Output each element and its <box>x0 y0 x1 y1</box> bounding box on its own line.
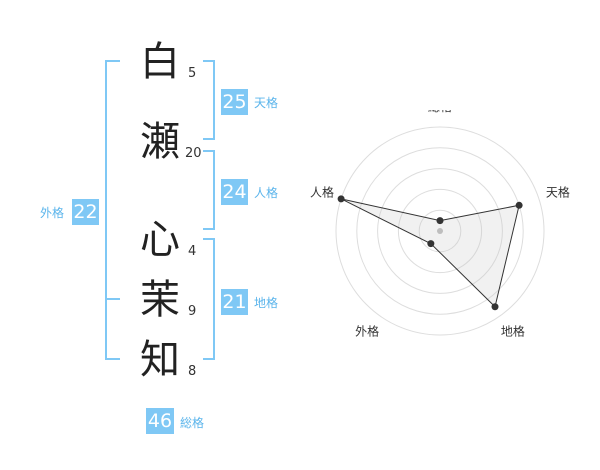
stroke-count-3: 4 <box>188 244 197 259</box>
radar-point-4 <box>337 195 345 203</box>
stroke-count-1: 5 <box>188 66 197 81</box>
radar-grid <box>335 126 545 336</box>
chikaku-bracket-bottom <box>203 358 215 360</box>
radar-point-0 <box>436 217 444 225</box>
radar-point-1 <box>515 201 523 209</box>
radar-axis-label-0: 総格 <box>428 110 452 114</box>
tenkaku-bracket-bottom <box>203 138 215 140</box>
radar-axis-label-3: 外格 <box>355 323 379 338</box>
radar-ring-5 <box>335 126 545 336</box>
name-char-5: 知 <box>140 337 180 383</box>
stroke-count-4: 9 <box>188 304 197 319</box>
radar-axis-label-4: 人格 <box>310 185 334 200</box>
gaikaku-bracket-top <box>105 60 120 62</box>
gaikaku-label: 外格 <box>40 206 65 220</box>
jinkaku-bracket-top <box>203 150 215 152</box>
radar-polygon-group <box>337 195 523 311</box>
tenkaku-bracket-vertical <box>213 60 215 140</box>
jinkaku-bracket-vertical <box>213 150 215 230</box>
name-char-4: 茉 <box>140 277 180 323</box>
stroke-count-5: 8 <box>188 364 197 379</box>
radar-ring-3 <box>377 168 503 294</box>
name-char-3: 心 <box>140 217 180 263</box>
jinkaku-badge: 24 <box>221 179 248 205</box>
radar-ring-1 <box>418 209 462 253</box>
tenkaku-bracket-top <box>203 60 215 62</box>
radar-axis-label-1: 天格 <box>546 185 570 200</box>
chikaku-label: 地格 <box>254 296 279 310</box>
tenkaku-badge: 25 <box>221 89 248 115</box>
name-char-2: 瀬 <box>140 119 180 165</box>
radar-ring-4 <box>356 147 524 315</box>
radar-point-3 <box>427 240 435 248</box>
soukaku-label: 総格 <box>180 416 205 430</box>
radar-center-dot <box>437 228 443 234</box>
gaikaku-badge: 22 <box>72 199 99 225</box>
chikaku-bracket-vertical <box>213 238 215 360</box>
tenkaku-label: 天格 <box>254 96 279 110</box>
radar-point-2 <box>491 303 499 311</box>
gaikaku-bracket-bottom <box>105 358 120 360</box>
gaikaku-bracket-mid <box>105 298 120 300</box>
soukaku-badge: 46 <box>146 408 174 434</box>
radar-polygon <box>340 198 520 308</box>
stroke-count-2: 20 <box>185 146 202 161</box>
jinkaku-label: 人格 <box>254 186 279 200</box>
chikaku-badge: 21 <box>221 289 248 315</box>
radar-axis-label-2: 地格 <box>501 323 525 338</box>
chikaku-bracket-top <box>203 238 215 240</box>
gaikaku-bracket-vertical <box>105 60 107 360</box>
name-char-1: 白 <box>140 39 180 85</box>
radar-ring-2 <box>397 188 483 274</box>
jinkaku-bracket-bottom <box>203 228 215 230</box>
